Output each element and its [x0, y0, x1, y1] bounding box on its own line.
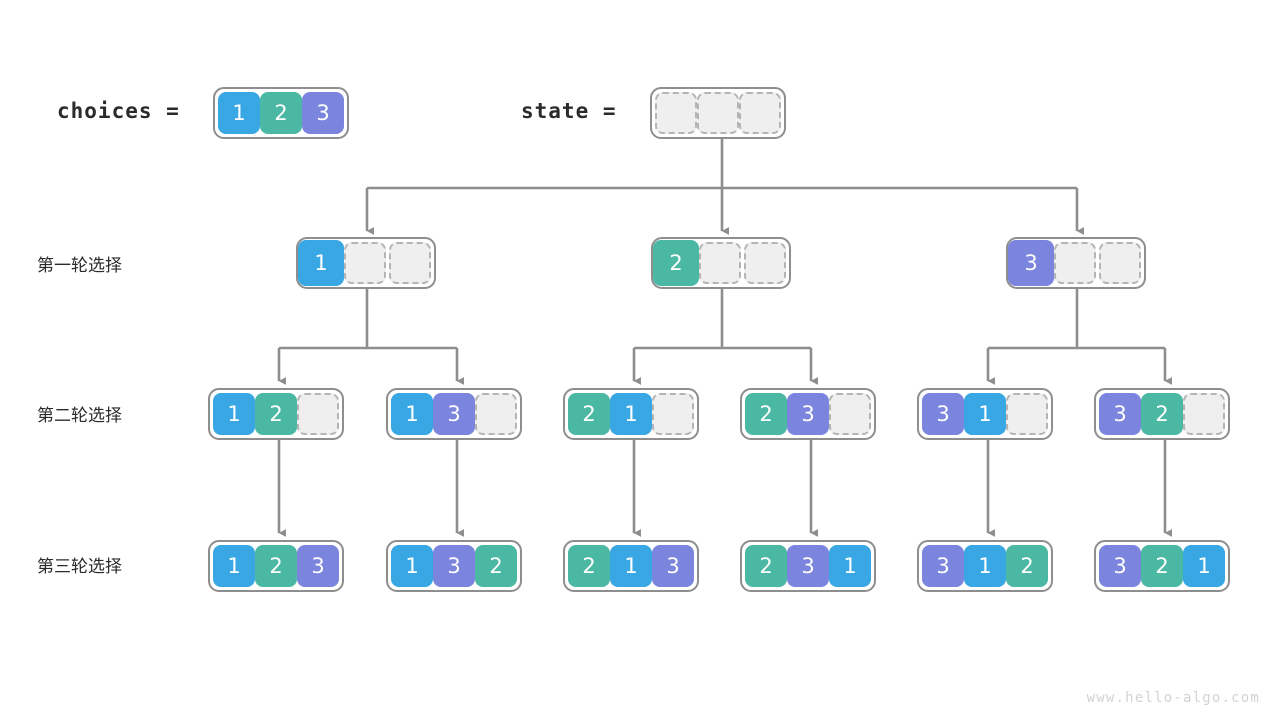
level3-node-4-cell-3-value-1: 1 [829, 545, 871, 587]
level3-node-3-cell-3-value-3: 3 [652, 545, 694, 587]
level3-node-5-cell-2-value-1: 1 [964, 545, 1006, 587]
level3-node-5-cell-3-value-2: 2 [1006, 545, 1048, 587]
level3-node-1-cell-1-value-1: 1 [213, 545, 255, 587]
level2-node-6-cell-1-value-3: 3 [1099, 393, 1141, 435]
level3-node-2-cell-1-value-1: 1 [391, 545, 433, 587]
level2-node-3-cell-3-empty [652, 393, 694, 435]
state-label: state = [521, 99, 617, 123]
level2-node-2-cell-3-empty [475, 393, 517, 435]
choices-label: choices = [57, 99, 180, 123]
row-label-round-1: 第一轮选择 [37, 256, 122, 276]
level1-node-2-cell-2-empty [699, 242, 741, 284]
level2-node-3-cell-1-value-2: 2 [568, 393, 610, 435]
level1-node-3-cell-1-value-3: 3 [1008, 240, 1054, 286]
level3-node-6-cell-3-value-1: 1 [1183, 545, 1225, 587]
level3-node-3-cell-2-value-1: 1 [610, 545, 652, 587]
state-array [650, 87, 786, 139]
level2-node-5-cell-3-empty [1006, 393, 1048, 435]
level3-node-6-cell-2-value-2: 2 [1141, 545, 1183, 587]
choices-cell-2-value-2: 2 [260, 92, 302, 134]
state-cell-3-empty [739, 92, 781, 134]
level2-node-1-cell-3-empty [297, 393, 339, 435]
level2-node-3-cell-2-value-1: 1 [610, 393, 652, 435]
level3-node-5-cell-1-value-3: 3 [922, 545, 964, 587]
level2-node-6-cell-3-empty [1183, 393, 1225, 435]
level1-node-1-cell-1-value-1: 1 [298, 240, 344, 286]
level1-node-3-cell-2-empty [1054, 242, 1096, 284]
level3-node-1-cell-3-value-3: 3 [297, 545, 339, 587]
level1-node-2: 2 [651, 237, 791, 289]
level2-node-6-cell-2-value-2: 2 [1141, 393, 1183, 435]
choices-cell-1-value-1: 1 [218, 92, 260, 134]
level1-node-3: 3 [1006, 237, 1146, 289]
level1-node-2-cell-1-value-2: 2 [653, 240, 699, 286]
level2-node-1-cell-2-value-2: 2 [255, 393, 297, 435]
level2-node-4-cell-1-value-2: 2 [745, 393, 787, 435]
level2-node-4-cell-2-value-3: 3 [787, 393, 829, 435]
level3-node-4-cell-2-value-3: 3 [787, 545, 829, 587]
level2-node-1-cell-1-value-1: 1 [213, 393, 255, 435]
level1-node-1-cell-3-empty [389, 242, 431, 284]
row-label-round-3: 第三轮选择 [37, 557, 122, 577]
level3-node-3-cell-1-value-2: 2 [568, 545, 610, 587]
level3-node-2-cell-3-value-2: 2 [475, 545, 517, 587]
level1-node-3-cell-3-empty [1099, 242, 1141, 284]
choices-cell-3-value-3: 3 [302, 92, 344, 134]
level3-node-4-cell-1-value-2: 2 [745, 545, 787, 587]
level1-node-1: 1 [296, 237, 436, 289]
level2-node-5-cell-2-value-1: 1 [964, 393, 1006, 435]
level3-node-2-cell-2-value-3: 3 [433, 545, 475, 587]
level2-node-2-cell-1-value-1: 1 [391, 393, 433, 435]
level2-node-2-cell-2-value-3: 3 [433, 393, 475, 435]
watermark: www.hello-algo.com [1086, 690, 1260, 706]
level3-node-6-cell-1-value-3: 3 [1099, 545, 1141, 587]
level1-node-2-cell-3-empty [744, 242, 786, 284]
level2-node-5-cell-1-value-3: 3 [922, 393, 964, 435]
level3-node-1-cell-2-value-2: 2 [255, 545, 297, 587]
level2-node-4-cell-3-empty [829, 393, 871, 435]
state-cell-1-empty [655, 92, 697, 134]
row-label-round-2: 第二轮选择 [37, 406, 122, 426]
state-cell-2-empty [697, 92, 739, 134]
level1-node-1-cell-2-empty [344, 242, 386, 284]
